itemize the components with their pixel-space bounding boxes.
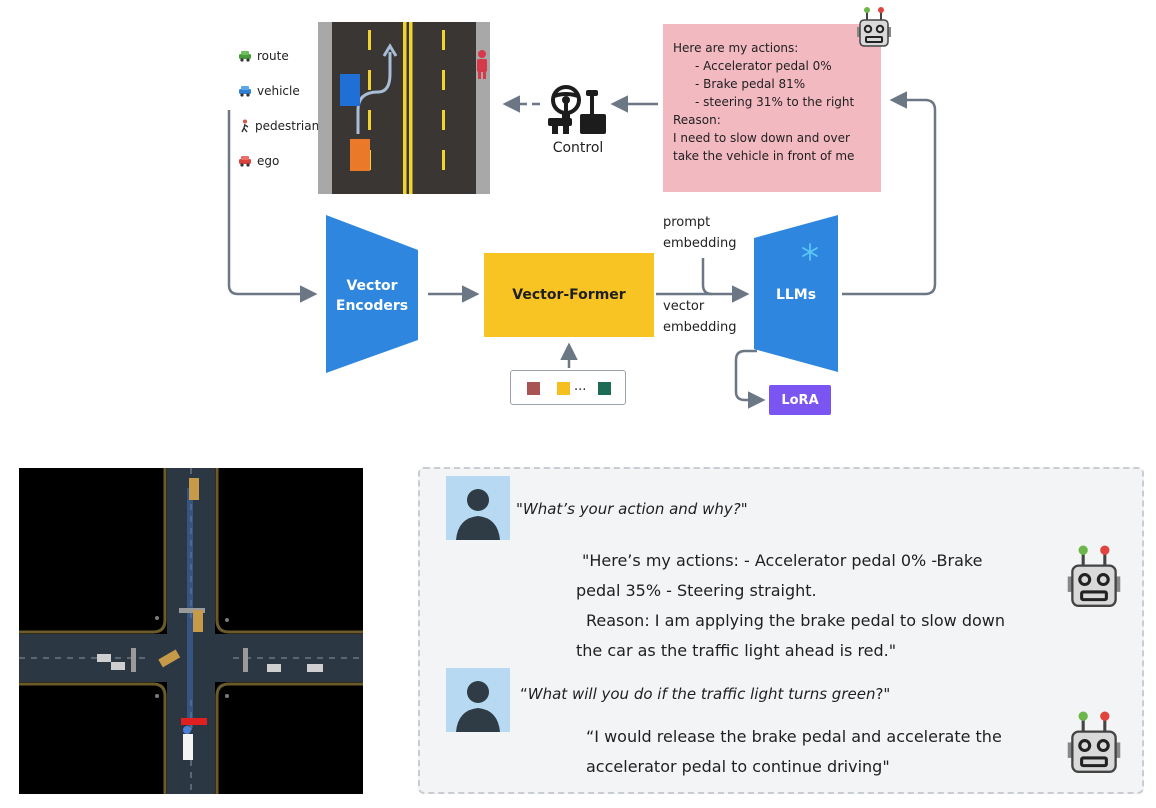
arrow-prompt-to-llms (701, 258, 713, 296)
vector-embedding-line1: vector (663, 299, 705, 314)
llms-label: LLMs (775, 287, 817, 303)
prompt-embedding-label: prompt embedding (663, 212, 737, 254)
robot-icon (1067, 711, 1121, 773)
response-action-steering: - steering 31% to the right (695, 95, 855, 109)
prompt-embedding-line2: embedding (663, 236, 737, 251)
ego-vehicle (183, 734, 193, 760)
prompt-embedding-line1: prompt (663, 215, 711, 230)
question-2-close: ?" (875, 685, 891, 703)
user-avatar-icon (446, 668, 510, 732)
snowflake-icon (802, 243, 818, 261)
answer-2: “I would release the brake pedal and acc… (586, 722, 1056, 782)
llm-response-box: Here are my actions: - Accelerator pedal… (663, 24, 881, 192)
answer-1: "Here’s my actions: - Accelerator pedal … (576, 546, 1056, 666)
token-queries: ... (510, 370, 626, 405)
response-action-accelerator: - Accelerator pedal 0% (695, 59, 832, 73)
token-ellipsis: ... (574, 379, 587, 394)
answer-2-line: accelerator pedal to continue driving" (586, 757, 890, 776)
intersection-simulation (19, 468, 363, 794)
vector-embedding-line2: embedding (663, 320, 737, 335)
response-reason-heading: Reason: (673, 113, 721, 127)
pedestrian-icon (241, 119, 249, 133)
control-label: Control (552, 140, 604, 156)
robot-icon (1067, 545, 1121, 607)
response-reason-line: I need to slow down and over (673, 131, 850, 145)
ego-vehicle-orange (350, 139, 370, 171)
question-2-open: “ (520, 685, 528, 703)
token-red (527, 382, 540, 395)
answer-2-line: “I would release the brake pedal and acc… (586, 727, 1002, 746)
steering-wheel-icon (548, 85, 606, 134)
answer-1-line: pedal 35% - Steering straight. (576, 581, 817, 600)
vector-former-block: Vector-Former (484, 253, 654, 337)
car-icon (239, 51, 251, 62)
car-icon (239, 156, 251, 167)
llms-block (754, 215, 838, 372)
legend-pedestrian: pedestrian (240, 119, 319, 133)
lora-block: LoRA (769, 385, 831, 415)
question-2: “What will you do if the traffic light t… (520, 685, 890, 703)
arrow-scene-to-encoders (227, 110, 318, 303)
arrow-llms-to-lora (734, 349, 766, 409)
vector-encoders-line2: Encoders (335, 298, 409, 314)
robot-icon (857, 7, 891, 47)
answer-1-line: Reason: I am applying the brake pedal to… (586, 611, 1005, 630)
legend-vehicle-label: vehicle (257, 84, 300, 98)
legend-vehicle: vehicle (238, 84, 300, 98)
token-yellow (557, 382, 570, 395)
chat-panel (418, 467, 1144, 794)
vector-former-label: Vector-Former (512, 287, 626, 303)
question-1: "What’s your action and why?" (516, 500, 748, 518)
answer-1-line: "Here’s my actions: - Accelerator pedal … (582, 551, 983, 570)
pedestrian-icon (477, 50, 487, 79)
vector-encoders-line1: Vector (346, 278, 398, 294)
legend-route-label: route (257, 49, 289, 63)
response-action-brake: - Brake pedal 81% (695, 77, 806, 91)
question-2-text: What will you do if the traffic light tu… (527, 685, 876, 703)
arrow-llms-to-response (842, 91, 937, 296)
response-heading: Here are my actions: (673, 41, 799, 55)
legend-pedestrian-label: pedestrian (255, 119, 320, 133)
user-avatar-icon (446, 476, 510, 540)
vehicle-blue (340, 74, 360, 106)
vector-encoders-block (326, 215, 418, 373)
road-scene (318, 22, 490, 194)
car-icon (239, 86, 251, 97)
legend-ego-label: ego (257, 154, 280, 168)
response-reason-line: take the vehicle in front of me (673, 149, 855, 163)
vector-encoders-label: Vector Encoders (326, 276, 418, 316)
answer-1-line: the car as the traffic light ahead is re… (576, 641, 897, 660)
token-teal (598, 382, 611, 395)
legend-route: route (238, 49, 289, 63)
vector-embedding-label: vector embedding (663, 296, 737, 338)
legend-ego: ego (238, 154, 279, 168)
